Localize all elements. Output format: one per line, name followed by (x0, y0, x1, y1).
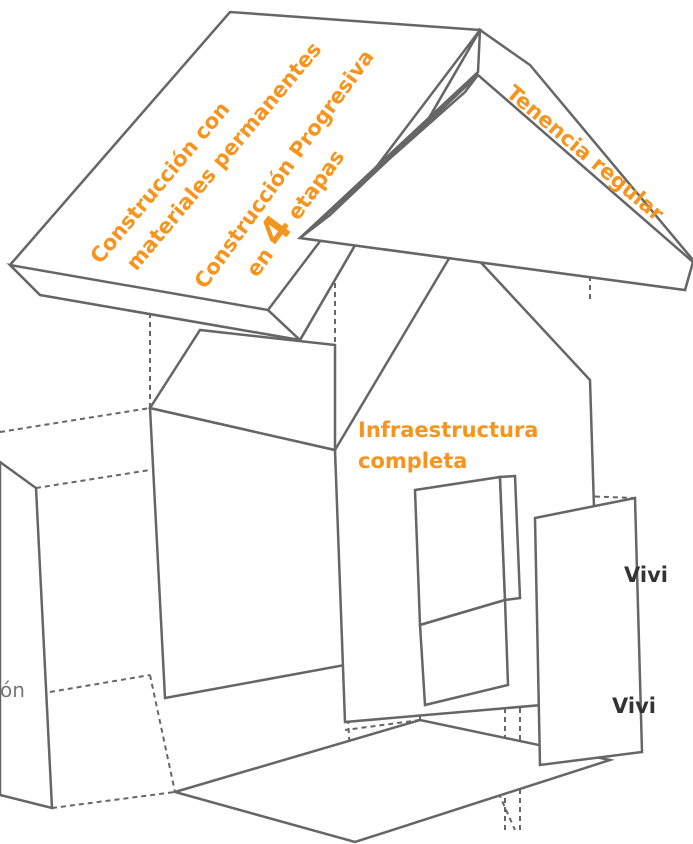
infra-label-line1: Infraestructura (358, 418, 538, 442)
right-wall-panel (533, 496, 644, 767)
floor-slab (170, 718, 615, 844)
left-gable-top (147, 328, 337, 452)
left-wall-panel (0, 460, 54, 810)
left-label-partial: ón (0, 678, 25, 702)
door-lower-strip (418, 598, 510, 707)
right-label-upper: Vivi (624, 563, 668, 587)
roof-right-underside (299, 74, 479, 239)
right-label-lower: Vivi (612, 694, 656, 718)
infra-label-line2: completa (358, 449, 467, 473)
door-frame-strip (498, 474, 522, 602)
roof-right-gable (297, 73, 693, 292)
house-left-wall (148, 406, 347, 700)
